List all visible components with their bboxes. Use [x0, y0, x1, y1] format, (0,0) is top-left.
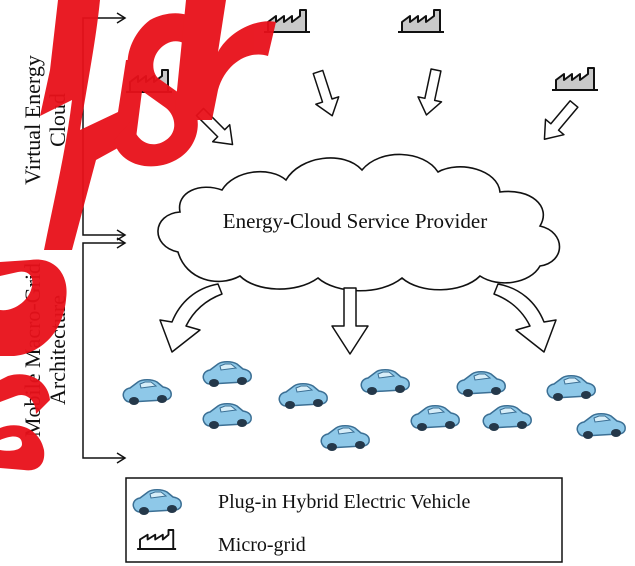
car-icon	[546, 375, 596, 402]
arrow-down-icon	[312, 69, 340, 117]
cloud-shape	[157, 153, 561, 292]
arrow-down-icon	[331, 287, 369, 355]
car-icon	[576, 413, 626, 440]
factory-icon	[551, 67, 599, 91]
car-icon	[410, 405, 460, 432]
watermark-logo	[0, 0, 276, 471]
arrow-down-icon	[417, 68, 443, 116]
curved-arrow-icon	[493, 283, 557, 353]
virtual-energy-cloud-label-line1: Virtual Energy	[20, 55, 45, 185]
virtual-energy-bracket	[82, 12, 127, 241]
car-icon	[320, 425, 370, 452]
car-icon	[456, 371, 506, 398]
macro-grid-bracket	[82, 237, 127, 464]
car-icon	[278, 383, 328, 410]
car-icon	[122, 379, 172, 406]
car-icon	[202, 361, 252, 388]
legend-label-microgrid: Micro-grid	[218, 534, 306, 556]
factory-icon	[397, 9, 445, 33]
curved-arrow-icon	[159, 283, 223, 353]
car-icon	[360, 369, 410, 396]
legend-factory-icon	[137, 529, 177, 550]
legend-label-vehicle: Plug-in Hybrid Electric Vehicle	[218, 491, 470, 513]
service-provider-label: Energy-Cloud Service Provider	[223, 209, 487, 233]
legend: Plug-in Hybrid Electric Vehicle Micro-gr…	[125, 477, 563, 563]
car-icon	[202, 403, 252, 430]
car-icon	[482, 405, 532, 432]
arrow-down-icon	[543, 100, 579, 140]
